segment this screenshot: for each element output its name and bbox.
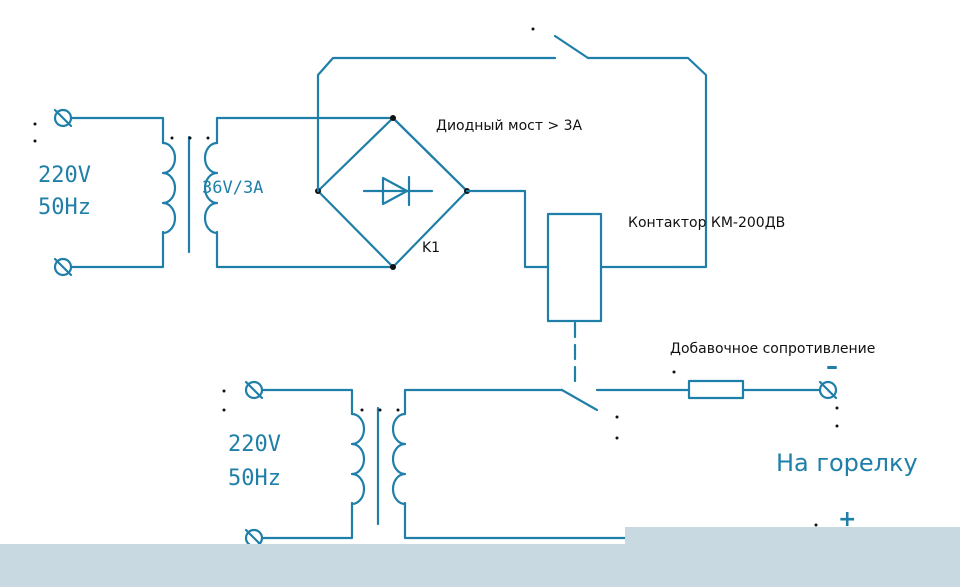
- secondary-winding: [203, 141, 219, 235]
- diode-bridge-label: Диодный мост > 3А: [436, 118, 583, 134]
- bridge-diamond: [316, 116, 469, 269]
- wire-primary-top: [69, 116, 165, 145]
- bottom-secondary-winding: [391, 412, 407, 506]
- resistor-label: Добавочное сопротивление: [670, 341, 875, 357]
- top-switch-contact: [553, 34, 590, 60]
- wire-bridge-to-coil: [465, 189, 550, 269]
- contactor-label: Контактор КМ-200ДВ: [628, 215, 785, 231]
- relay-designator: K1: [422, 240, 440, 256]
- contactor-coil: [546, 212, 603, 323]
- bottom-voltage-label: 220V: [228, 432, 281, 457]
- footer-bar: [0, 544, 960, 587]
- top-frequency-label: 50Hz: [38, 195, 91, 220]
- bottom-mains-terminals: [244, 380, 264, 548]
- wire-bottom-secondary-bottom: [403, 501, 627, 540]
- wire-loop-left: [316, 56, 537, 193]
- wire-loop-right: [586, 56, 708, 269]
- top-transformer: [161, 135, 219, 254]
- output-terminal-minus: [818, 380, 838, 400]
- bottom-transformer: [350, 406, 407, 526]
- bottom-primary-winding: [350, 412, 366, 506]
- top-mains-terminals: [53, 108, 73, 277]
- output-label: На горелку: [776, 449, 918, 477]
- series-resistor: [687, 379, 745, 400]
- wire-primary-bottom: [69, 230, 165, 269]
- output-plus-sign: +: [838, 507, 856, 532]
- wire-bottom-primary-top: [260, 388, 354, 416]
- wire-secondary-bottom: [215, 230, 395, 269]
- primary-winding: [161, 141, 177, 235]
- top-voltage-label: 220V: [38, 163, 91, 188]
- output-minus-sign: –: [826, 352, 838, 380]
- wire-bottom-primary-bottom: [260, 501, 354, 540]
- scatter-dots: [33, 27, 839, 527]
- footer-bar-tab: [625, 527, 960, 544]
- diode-bridge: [315, 115, 470, 270]
- bottom-frequency-label: 50Hz: [228, 466, 281, 491]
- wire-bottom-secondary-top: [403, 388, 564, 416]
- main-switch-contact: [560, 388, 599, 412]
- secondary-rating-label: 36V/3A: [202, 178, 263, 198]
- diode-symbol-icon: [381, 176, 409, 206]
